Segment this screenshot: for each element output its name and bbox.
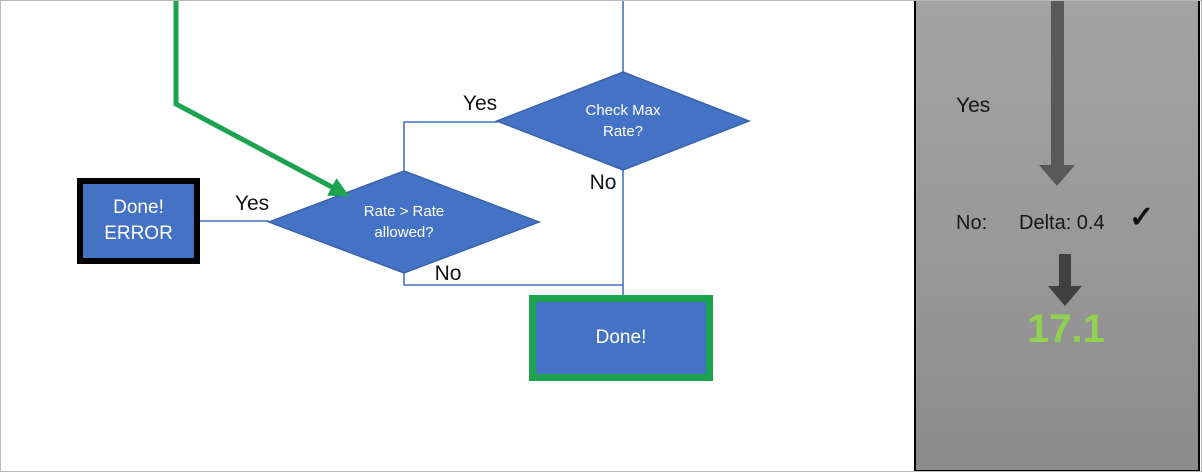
- connector-checkmax-yes: [403, 121, 498, 172]
- decision-check-max-rate-shape: [494, 71, 752, 171]
- down-arrow-long-icon: [1051, 1, 1064, 166]
- done-box: Done!: [529, 295, 713, 381]
- done-error-box: Done! ERROR: [77, 178, 200, 264]
- decision-check-max-rate-label: Check Max Rate?: [585, 102, 661, 140]
- panel-yes-label: Yes: [956, 94, 991, 117]
- down-arrow-long-head-icon: [1039, 165, 1075, 186]
- rate-allowed-yes-label: Yes: [234, 192, 270, 215]
- panel-delta-value: Delta: 0.4: [1019, 212, 1105, 234]
- green-flow-arrow: [173, 1, 350, 197]
- panel-no-label: No:: [956, 212, 988, 234]
- connector-rate-no-to-done: [403, 272, 623, 286]
- rate-allowed-no-label: No: [434, 262, 462, 285]
- down-arrow-short-head-icon: [1048, 286, 1082, 306]
- checkmark-icon: ✓: [1129, 201, 1155, 234]
- decision-rate-allowed-label: Rate > Rate allowed?: [363, 203, 445, 241]
- down-arrow-short-icon: [1059, 254, 1071, 287]
- checkmax-yes-label: Yes: [462, 92, 498, 115]
- checkmax-no-label: No: [589, 171, 617, 194]
- panel-result-value: 17.1: [1027, 307, 1105, 351]
- decision-rate-allowed-shape: [266, 170, 542, 274]
